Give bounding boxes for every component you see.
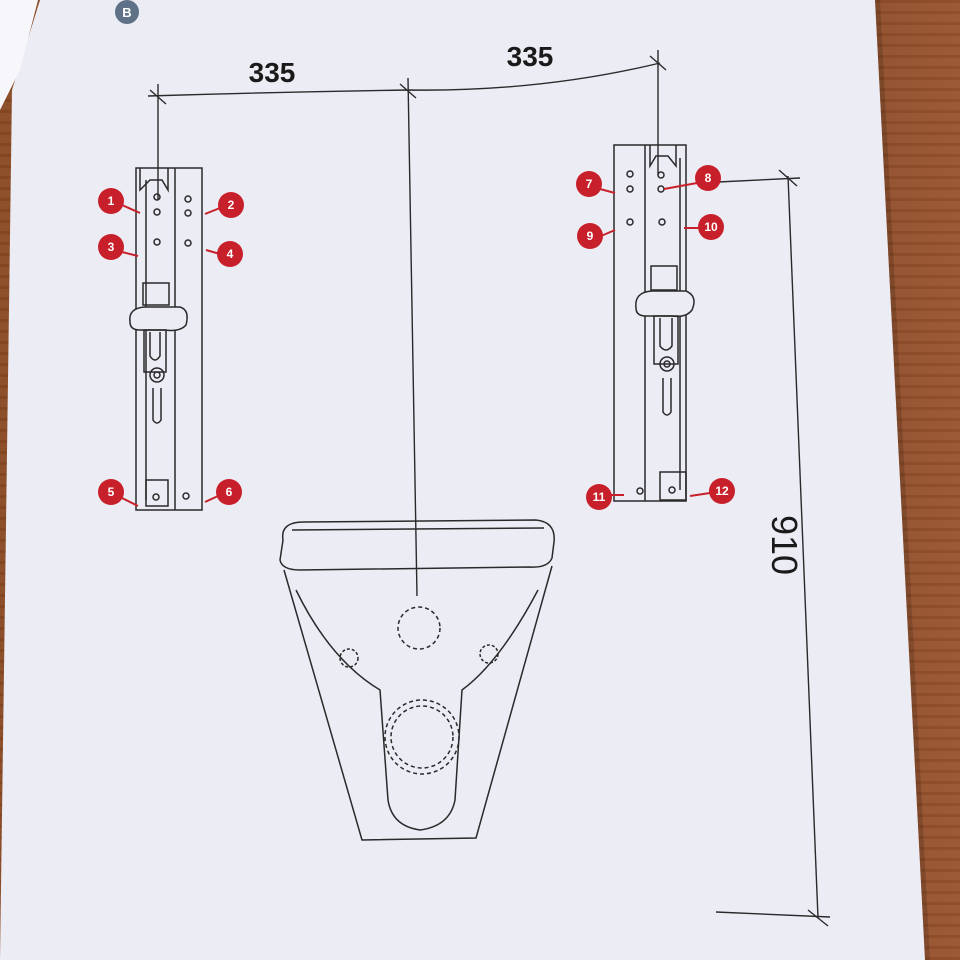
- left-bracket-foot: [145, 479, 169, 507]
- height-tick-bottom: [807, 909, 829, 927]
- height-extension-bottom: [715, 911, 831, 918]
- left-hole: [182, 492, 190, 500]
- left-bracket-top-notch: [139, 168, 169, 193]
- left-hole: [153, 238, 161, 246]
- right-hole: [626, 170, 634, 178]
- urinal-left-fixing-hole: [339, 648, 359, 668]
- left-mounting-bracket: [129, 167, 203, 511]
- right-bracket-lower-slot: [662, 378, 672, 416]
- right-hole: [657, 171, 665, 179]
- right-bracket-slot: [653, 315, 679, 365]
- callout-12: 12: [689, 478, 735, 504]
- center-centerline: [407, 77, 418, 597]
- right-hole: [626, 185, 634, 193]
- right-bracket-slot-inner: [659, 318, 673, 351]
- svg-text:5: 5: [108, 485, 115, 499]
- right-bracket-top-notch: [649, 145, 677, 169]
- urinal-right-fixing-hole: [479, 644, 499, 664]
- left-spacing-label: 335: [249, 57, 296, 88]
- urinal-rim: [279, 519, 555, 571]
- callout-4: 4: [205, 241, 243, 267]
- left-hole: [184, 209, 192, 217]
- right-bracket-foot: [659, 471, 687, 501]
- svg-text:9: 9: [587, 229, 594, 243]
- right-bracket-hook: [635, 290, 695, 318]
- left-bracket-lower-slot: [152, 388, 162, 424]
- urinal-outline: [279, 519, 555, 841]
- left-bracket-clip: [142, 282, 170, 306]
- height-dimension-line: [787, 175, 819, 919]
- right-hole: [658, 218, 666, 226]
- right-spacing-label: 335: [507, 41, 554, 72]
- left-tick: [149, 89, 167, 105]
- urinal-water-inlet: [397, 606, 441, 650]
- svg-text:2: 2: [228, 198, 235, 212]
- right-bracket-screw: [659, 356, 675, 372]
- section-badge-label: B: [122, 5, 131, 20]
- svg-text:3: 3: [108, 240, 115, 254]
- urinal-inner-body: [295, 589, 539, 831]
- svg-text:4: 4: [227, 247, 234, 261]
- callout-10: 10: [684, 214, 724, 240]
- paper-shadow-edge: [875, 0, 930, 960]
- left-bracket-slot-inner: [149, 332, 161, 361]
- right-hole: [636, 487, 644, 495]
- left-hole: [184, 239, 192, 247]
- paper-sheet: [0, 0, 925, 960]
- section-badge: [115, 0, 139, 24]
- urinal-drain-outer: [384, 699, 460, 775]
- dimension-lines: [147, 50, 831, 927]
- callout-3: 3: [98, 234, 139, 260]
- height-extension-top: [717, 177, 801, 183]
- callout-2: 2: [204, 192, 244, 218]
- svg-text:10: 10: [704, 220, 718, 234]
- left-bracket-screw-center: [153, 371, 161, 379]
- left-hole: [184, 195, 192, 203]
- right-tick: [649, 55, 667, 71]
- left-bracket-outer: [135, 167, 203, 511]
- callout-5: 5: [98, 479, 139, 507]
- corner-sheet: [0, 0, 38, 110]
- height-label: 910: [764, 515, 805, 575]
- callout-11: 11: [586, 484, 624, 510]
- left-hole: [153, 208, 161, 216]
- right-hole: [668, 486, 676, 494]
- right-bracket-clip: [650, 265, 678, 291]
- left-hole: [152, 493, 160, 501]
- callout-1: 1: [98, 188, 141, 214]
- svg-text:6: 6: [226, 485, 233, 499]
- right-hole: [626, 218, 634, 226]
- left-hole: [153, 193, 161, 201]
- left-bracket-hook: [129, 306, 188, 332]
- svg-text:8: 8: [705, 171, 712, 185]
- right-mounting-bracket: [613, 144, 695, 502]
- callout-6: 6: [204, 479, 242, 505]
- left-bracket-screw: [149, 367, 165, 383]
- center-tick: [399, 83, 417, 99]
- urinal-rim-inner: [291, 527, 545, 531]
- urinal-drain-inner: [390, 705, 454, 769]
- svg-text:1: 1: [108, 194, 115, 208]
- right-bracket-screw-center: [663, 360, 671, 368]
- svg-text:11: 11: [593, 490, 606, 504]
- urinal-body: [283, 565, 553, 841]
- callout-7: 7: [576, 171, 616, 197]
- svg-text:12: 12: [715, 484, 729, 498]
- callout-8: 8: [663, 165, 721, 191]
- callout-9: 9: [577, 223, 616, 249]
- callout-markers: 1 2 3 4 5 6: [98, 165, 735, 510]
- height-tick-top: [778, 169, 798, 187]
- svg-text:7: 7: [586, 177, 593, 191]
